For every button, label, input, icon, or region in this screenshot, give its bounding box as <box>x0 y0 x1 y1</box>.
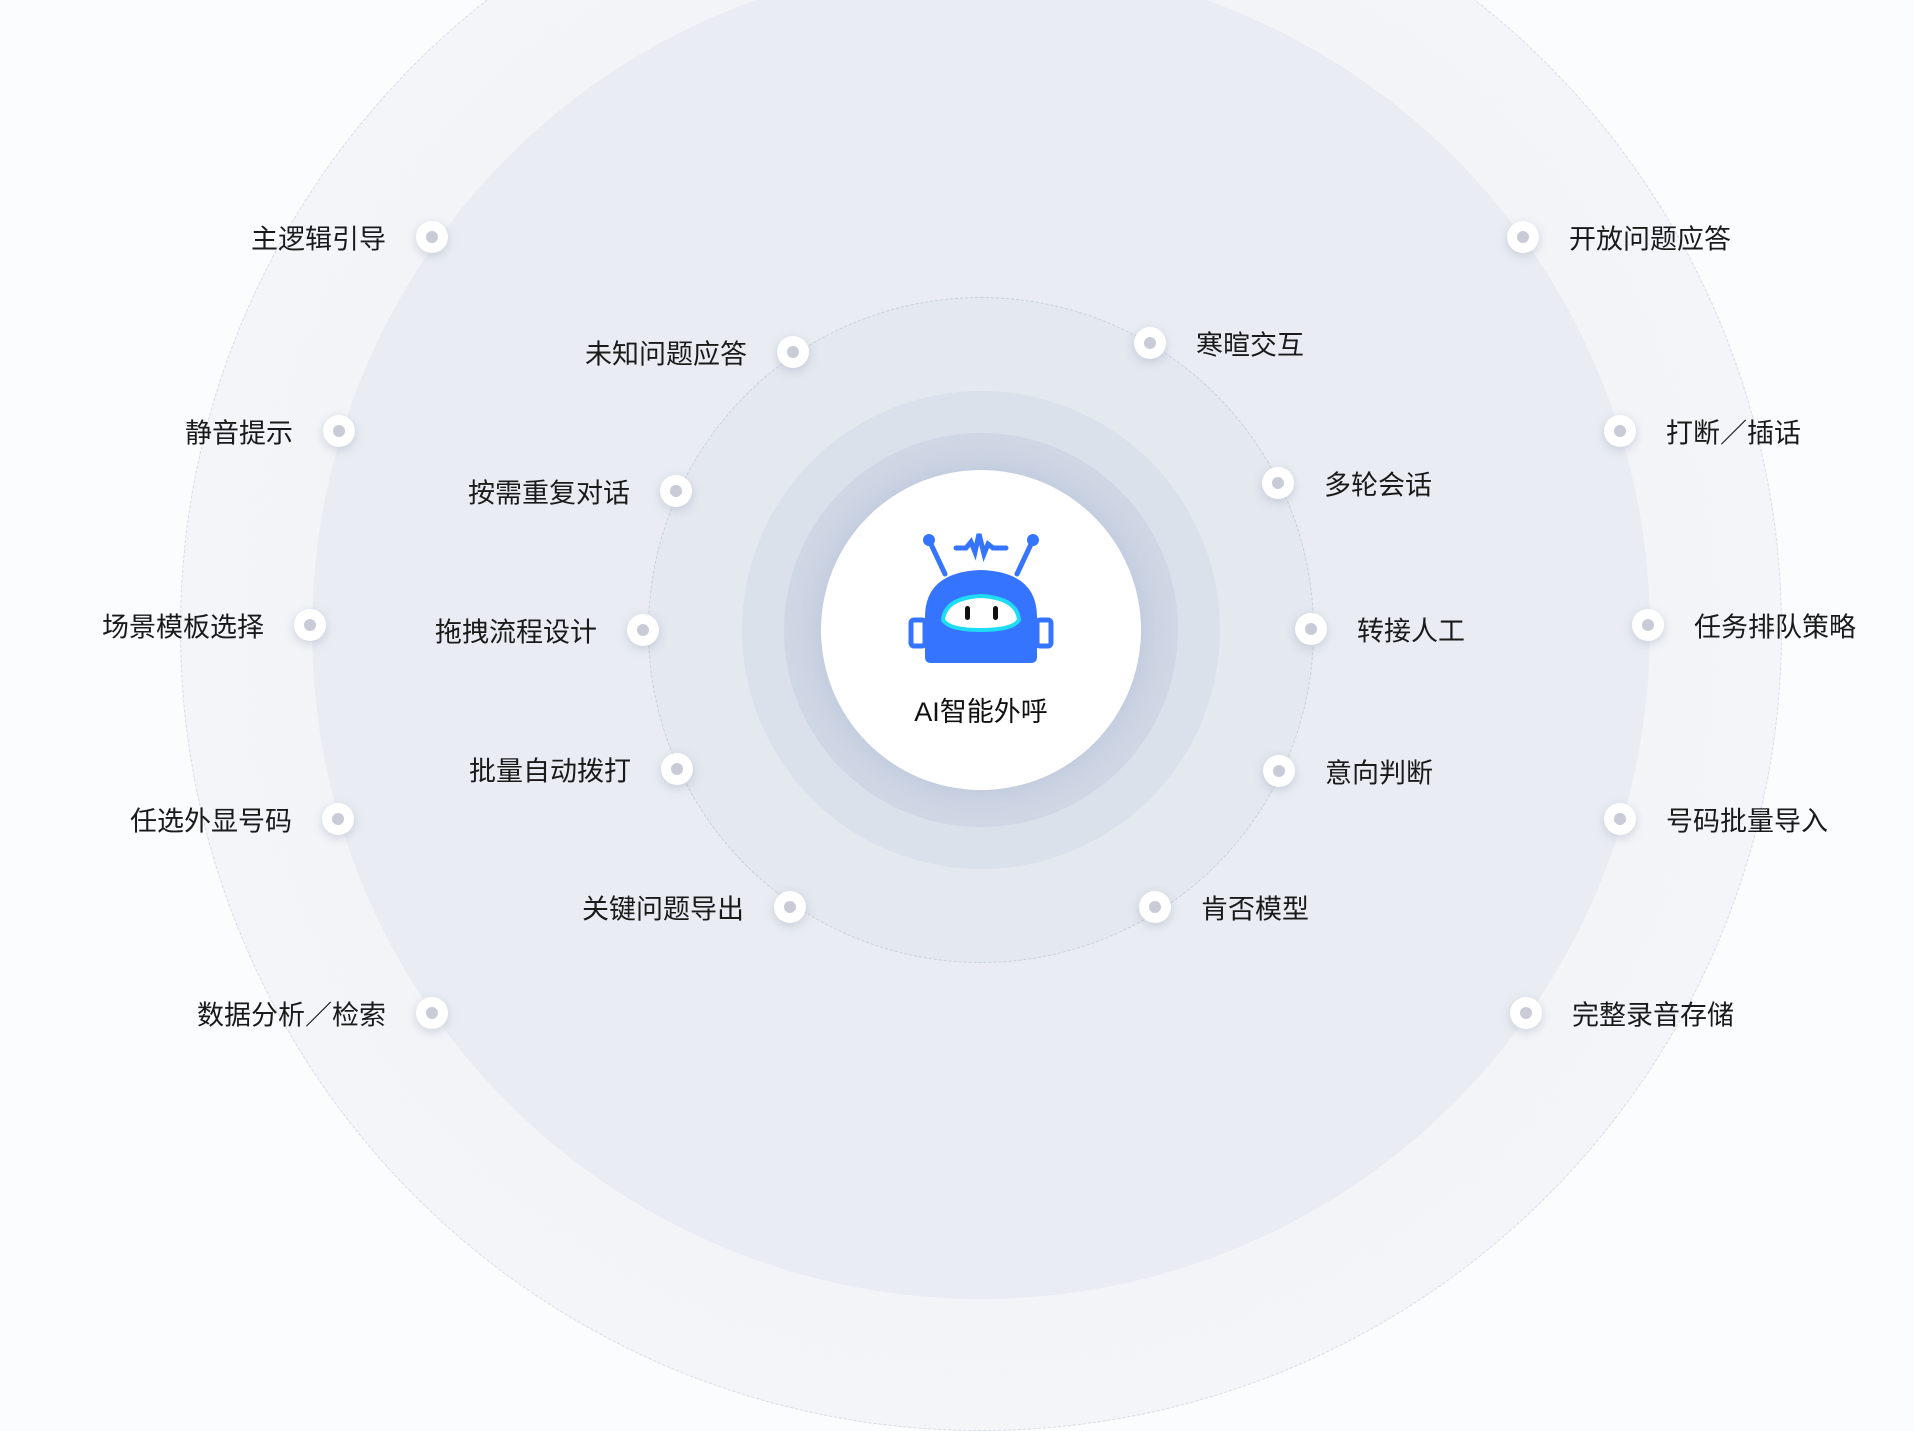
feature-node-dot <box>1262 467 1294 499</box>
feature-label: 意向判断 <box>1325 758 1433 789</box>
robot-icon <box>908 532 1054 663</box>
feature-node-dot <box>1507 221 1539 253</box>
feature-label: 拖拽流程设计 <box>435 617 597 648</box>
center-hub: AI智能外呼 <box>821 470 1141 790</box>
feature-node-dot <box>661 753 693 785</box>
feature-node-dot <box>1632 609 1664 641</box>
feature-label: 批量自动拨打 <box>469 756 631 787</box>
feature-node-dot <box>660 475 692 507</box>
feature-node-dot <box>416 997 448 1029</box>
feature-node-dot <box>416 221 448 253</box>
feature-node-dot <box>1134 327 1166 359</box>
feature-label: 场景模板选择 <box>102 612 264 643</box>
feature-label: 数据分析／检索 <box>197 1000 386 1031</box>
center-title: AI智能外呼 <box>914 696 1048 727</box>
feature-node-dot <box>1604 803 1636 835</box>
feature-node-dot <box>323 415 355 447</box>
feature-node-dot <box>774 891 806 923</box>
feature-label: 多轮会话 <box>1324 470 1432 501</box>
feature-node-dot <box>322 803 354 835</box>
feature-node-dot <box>294 609 326 641</box>
feature-node-dot <box>777 336 809 368</box>
feature-label: 按需重复对话 <box>468 478 630 509</box>
feature-node-dot <box>1510 997 1542 1029</box>
feature-node-dot <box>1295 613 1327 645</box>
feature-label: 打断／插话 <box>1666 418 1801 449</box>
feature-label: 肯否模型 <box>1201 894 1309 925</box>
feature-label: 转接人工 <box>1357 616 1465 647</box>
feature-node-dot <box>627 614 659 646</box>
feature-label: 开放问题应答 <box>1569 224 1731 255</box>
feature-label: 完整录音存储 <box>1572 1000 1734 1031</box>
feature-label: 关键问题导出 <box>582 894 744 925</box>
feature-label: 寒暄交互 <box>1196 330 1304 361</box>
feature-node-dot <box>1604 415 1636 447</box>
feature-label: 任务排队策略 <box>1694 612 1856 643</box>
feature-label: 任选外显号码 <box>130 806 292 837</box>
feature-label: 主逻辑引导 <box>251 224 386 255</box>
feature-label: 静音提示 <box>185 418 293 449</box>
feature-node-dot <box>1139 891 1171 923</box>
feature-node-dot <box>1263 755 1295 787</box>
feature-label: 未知问题应答 <box>585 339 747 370</box>
feature-label: 号码批量导入 <box>1666 806 1828 837</box>
